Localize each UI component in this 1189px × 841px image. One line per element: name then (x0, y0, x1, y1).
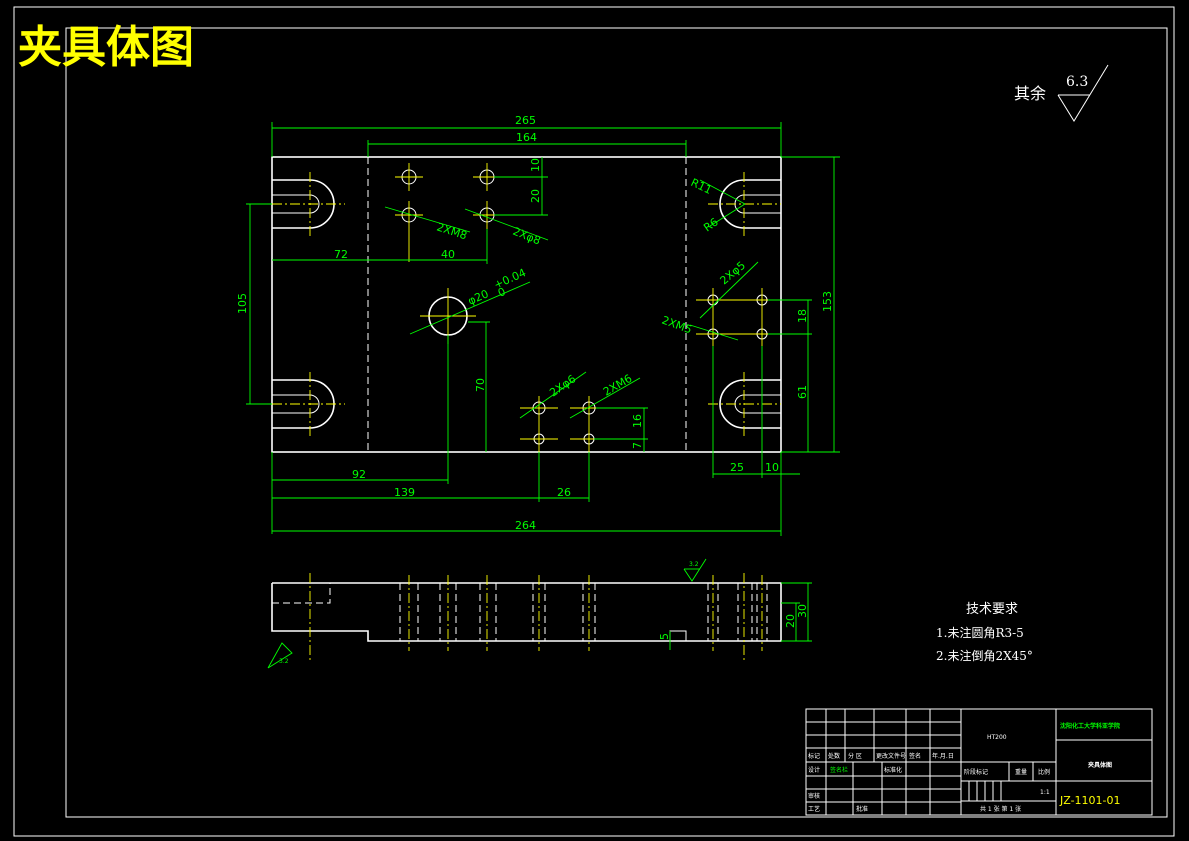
side-dim-30: 30 (796, 604, 809, 618)
side-hidden-lines (399, 583, 768, 641)
callout-r11: R11 (689, 176, 714, 197)
holes-bottom-group (520, 396, 608, 452)
dim-25: 25 (730, 461, 744, 474)
tb-material: HT200 (987, 734, 1007, 741)
callout-phi6: 2Xφ6 (547, 372, 578, 399)
u-slot-bottom-right (708, 372, 781, 436)
callout-phi5: 2Xφ5 (718, 259, 748, 287)
tb-row-sign: 签名 (909, 752, 921, 760)
stage-boxes (968, 781, 1002, 801)
dim-10b: 10 (765, 461, 779, 474)
u-slot-bottom-left (272, 372, 345, 436)
callout-r6: R6 (701, 215, 720, 234)
dim-153: 153 (821, 291, 834, 312)
side-roughness-top: 3.2 (689, 561, 699, 568)
roughness-value: 6.3 (1066, 74, 1088, 90)
tb-row-change: 更改文件号 (876, 752, 906, 760)
tb-drawing-name: 夹具体图 (1088, 761, 1112, 769)
dim-105: 105 (236, 293, 249, 314)
tb-process: 工艺 (808, 805, 820, 813)
dim-92: 92 (352, 468, 366, 481)
callout-m5: 2XM5 (660, 314, 694, 337)
outer-border (13, 6, 1175, 837)
dim-264: 264 (515, 519, 536, 532)
tb-ratio: 比例 (1038, 768, 1050, 776)
roughness-symbol: 其余 6.3 (1014, 64, 1109, 122)
tb-stage: 阶段标记 (964, 768, 988, 776)
tech-item-2: 2.未注倒角2X45° (936, 648, 1033, 663)
dim-7: 7 (631, 442, 644, 449)
plate-outline (271, 156, 782, 453)
holes-right-group (696, 288, 776, 346)
tb-row-date: 年.月.日 (932, 752, 954, 760)
callout-m6: 2XM6 (601, 372, 634, 399)
callout-phi20-lower: 0 (496, 285, 508, 300)
dim-70: 70 (474, 378, 487, 392)
u-slot-top-left (272, 172, 345, 236)
dim-26: 26 (557, 486, 571, 499)
dim-61: 61 (796, 385, 809, 399)
tb-row-mark: 标记 (808, 752, 820, 760)
tech-requirements: 技术要求 1.未注圆角R3-5 2.未注倒角2X45° (936, 602, 1033, 663)
plan-view (271, 156, 782, 453)
tb-row-count: 处数 (828, 752, 840, 760)
callout-m8: 2XM8 (435, 220, 469, 242)
tech-item-1: 1.未注圆角R3-5 (936, 625, 1024, 640)
drawing-title: 夹具体图 (18, 22, 194, 73)
dim-10: 10 (529, 158, 542, 172)
tb-drawing-no: JZ-1101-01 (1059, 794, 1121, 807)
dim-18: 18 (796, 309, 809, 323)
dim-139: 139 (394, 486, 415, 499)
side-dim-20: 20 (784, 614, 797, 628)
side-dim-5: 5 (658, 633, 671, 640)
side-roughness-bottom: 3.2 (279, 658, 289, 665)
tb-approve: 批准 (856, 805, 868, 813)
dim-40: 40 (441, 248, 455, 261)
tb-designer: 签名栏 (830, 766, 848, 774)
dim-20: 20 (529, 189, 542, 203)
tb-standard: 标准化 (884, 766, 902, 774)
dimensions-plan: 265 164 153 105 72 40 10 20 70 92 (236, 114, 840, 536)
title-block: HT200 沈阳化工大学科亚学院 夹具体图 JZ-1101-01 1:1 共 1… (805, 708, 1153, 816)
callout-phi8: 2Xφ8 (511, 225, 543, 248)
tb-design: 设计 (808, 766, 820, 774)
tb-row-zone: 分 区 (848, 752, 862, 760)
callouts: 2XM8 2Xφ8 φ20 +0.04 0 R11 R6 2Xφ5 2XM5 2… (384, 176, 759, 419)
tb-school: 沈阳化工大学科亚学院 (1060, 722, 1120, 730)
inner-border (65, 27, 1168, 818)
roughness-label: 其余 (1014, 84, 1046, 103)
side-centerlines (309, 573, 763, 661)
dim-164: 164 (516, 131, 537, 144)
dim-265: 265 (515, 114, 536, 127)
side-view: 30 20 5 3.2 3.2 (267, 558, 812, 669)
tb-weight: 重量 (1015, 768, 1027, 776)
tb-scale: 1:1 (1040, 789, 1050, 796)
tech-heading: 技术要求 (966, 602, 1018, 617)
dim-16: 16 (631, 414, 644, 428)
tb-sheet-info: 共 1 张 第 1 张 (980, 805, 1021, 813)
dim-72: 72 (334, 248, 348, 261)
tb-review: 审核 (808, 792, 820, 800)
